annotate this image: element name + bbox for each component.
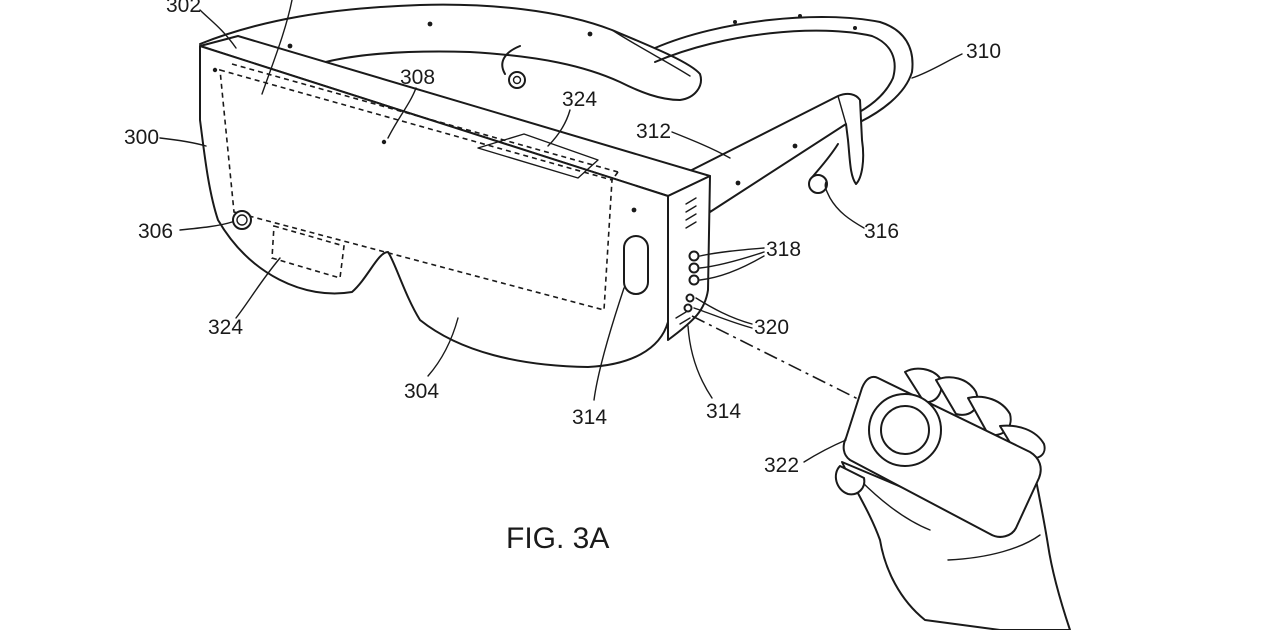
earbud-right <box>808 143 839 194</box>
signal-line <box>691 315 861 401</box>
power-button <box>232 210 252 230</box>
remote-control <box>834 375 1042 538</box>
label-320: 320 <box>754 316 789 339</box>
leader-lines <box>159 0 963 463</box>
label-308: 308 <box>400 66 435 89</box>
earbud-left <box>501 45 526 89</box>
label-322: 322 <box>764 454 799 477</box>
label-314-slider: 314 <box>572 406 607 429</box>
label-312: 312 <box>636 120 671 143</box>
label-304: 304 <box>404 380 439 403</box>
reference-labels: 302 300 306 308 324 310 312 316 318 320 … <box>124 0 1001 477</box>
label-300: 300 <box>124 126 159 149</box>
label-324-front: 324 <box>208 316 243 339</box>
figure-caption: FIG. 3A <box>506 522 609 555</box>
display-housing <box>199 35 711 368</box>
label-318: 318 <box>766 238 801 261</box>
head-strap <box>654 14 914 123</box>
side-buttons <box>683 250 700 313</box>
top-arm <box>199 3 702 101</box>
label-310: 310 <box>966 40 1001 63</box>
label-306: 306 <box>138 220 173 243</box>
label-302: 302 <box>166 0 201 17</box>
label-314-side: 314 <box>706 400 741 423</box>
label-316: 316 <box>864 220 899 243</box>
label-324-top: 324 <box>562 88 597 111</box>
side-slider <box>623 235 649 295</box>
